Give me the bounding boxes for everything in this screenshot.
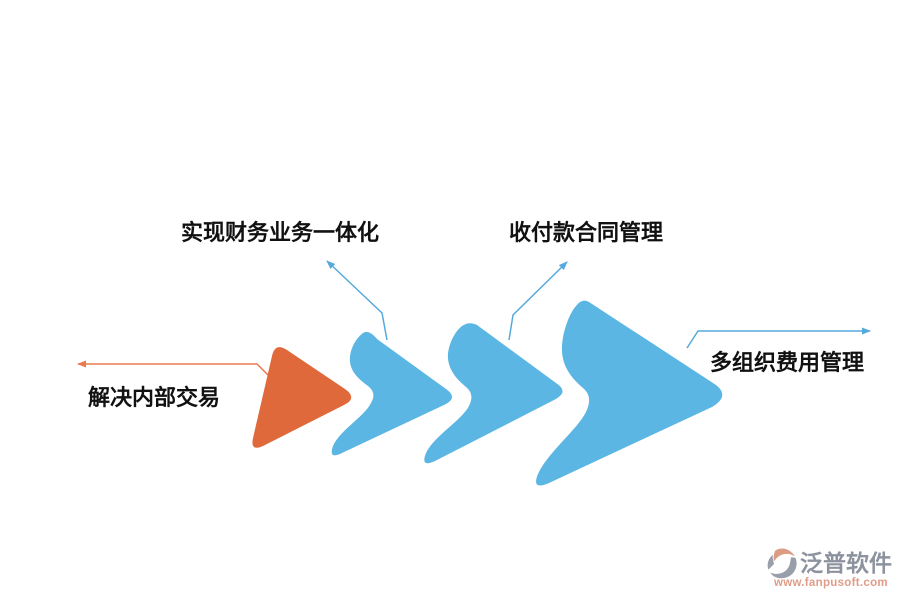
leader-line-step-3 [508,261,568,341]
process-arrow-step-1 [252,347,352,448]
step-label-4: 多组织费用管理 [710,350,865,375]
watermark-url: www.fanpusoft.com [774,577,888,589]
step-label-1: 解决内部交易 [88,385,221,410]
watermark-brand: 泛普软件 [800,550,892,577]
leader-line-step-1 [77,360,271,378]
leader-line-step-4 [686,327,871,349]
process-arrow-step-2 [331,331,453,456]
process-arrow-step-3 [424,323,563,464]
step-label-2: 实现财务业务一体化 [181,220,380,245]
fanpu-logo-icon [767,548,797,579]
leader-line-step-2 [326,260,388,341]
watermark: 泛普软件 www.fanpusoft.com [766,548,898,589]
process-arrow-step-4 [536,300,723,486]
step-label-3: 收付款合同管理 [509,220,664,245]
